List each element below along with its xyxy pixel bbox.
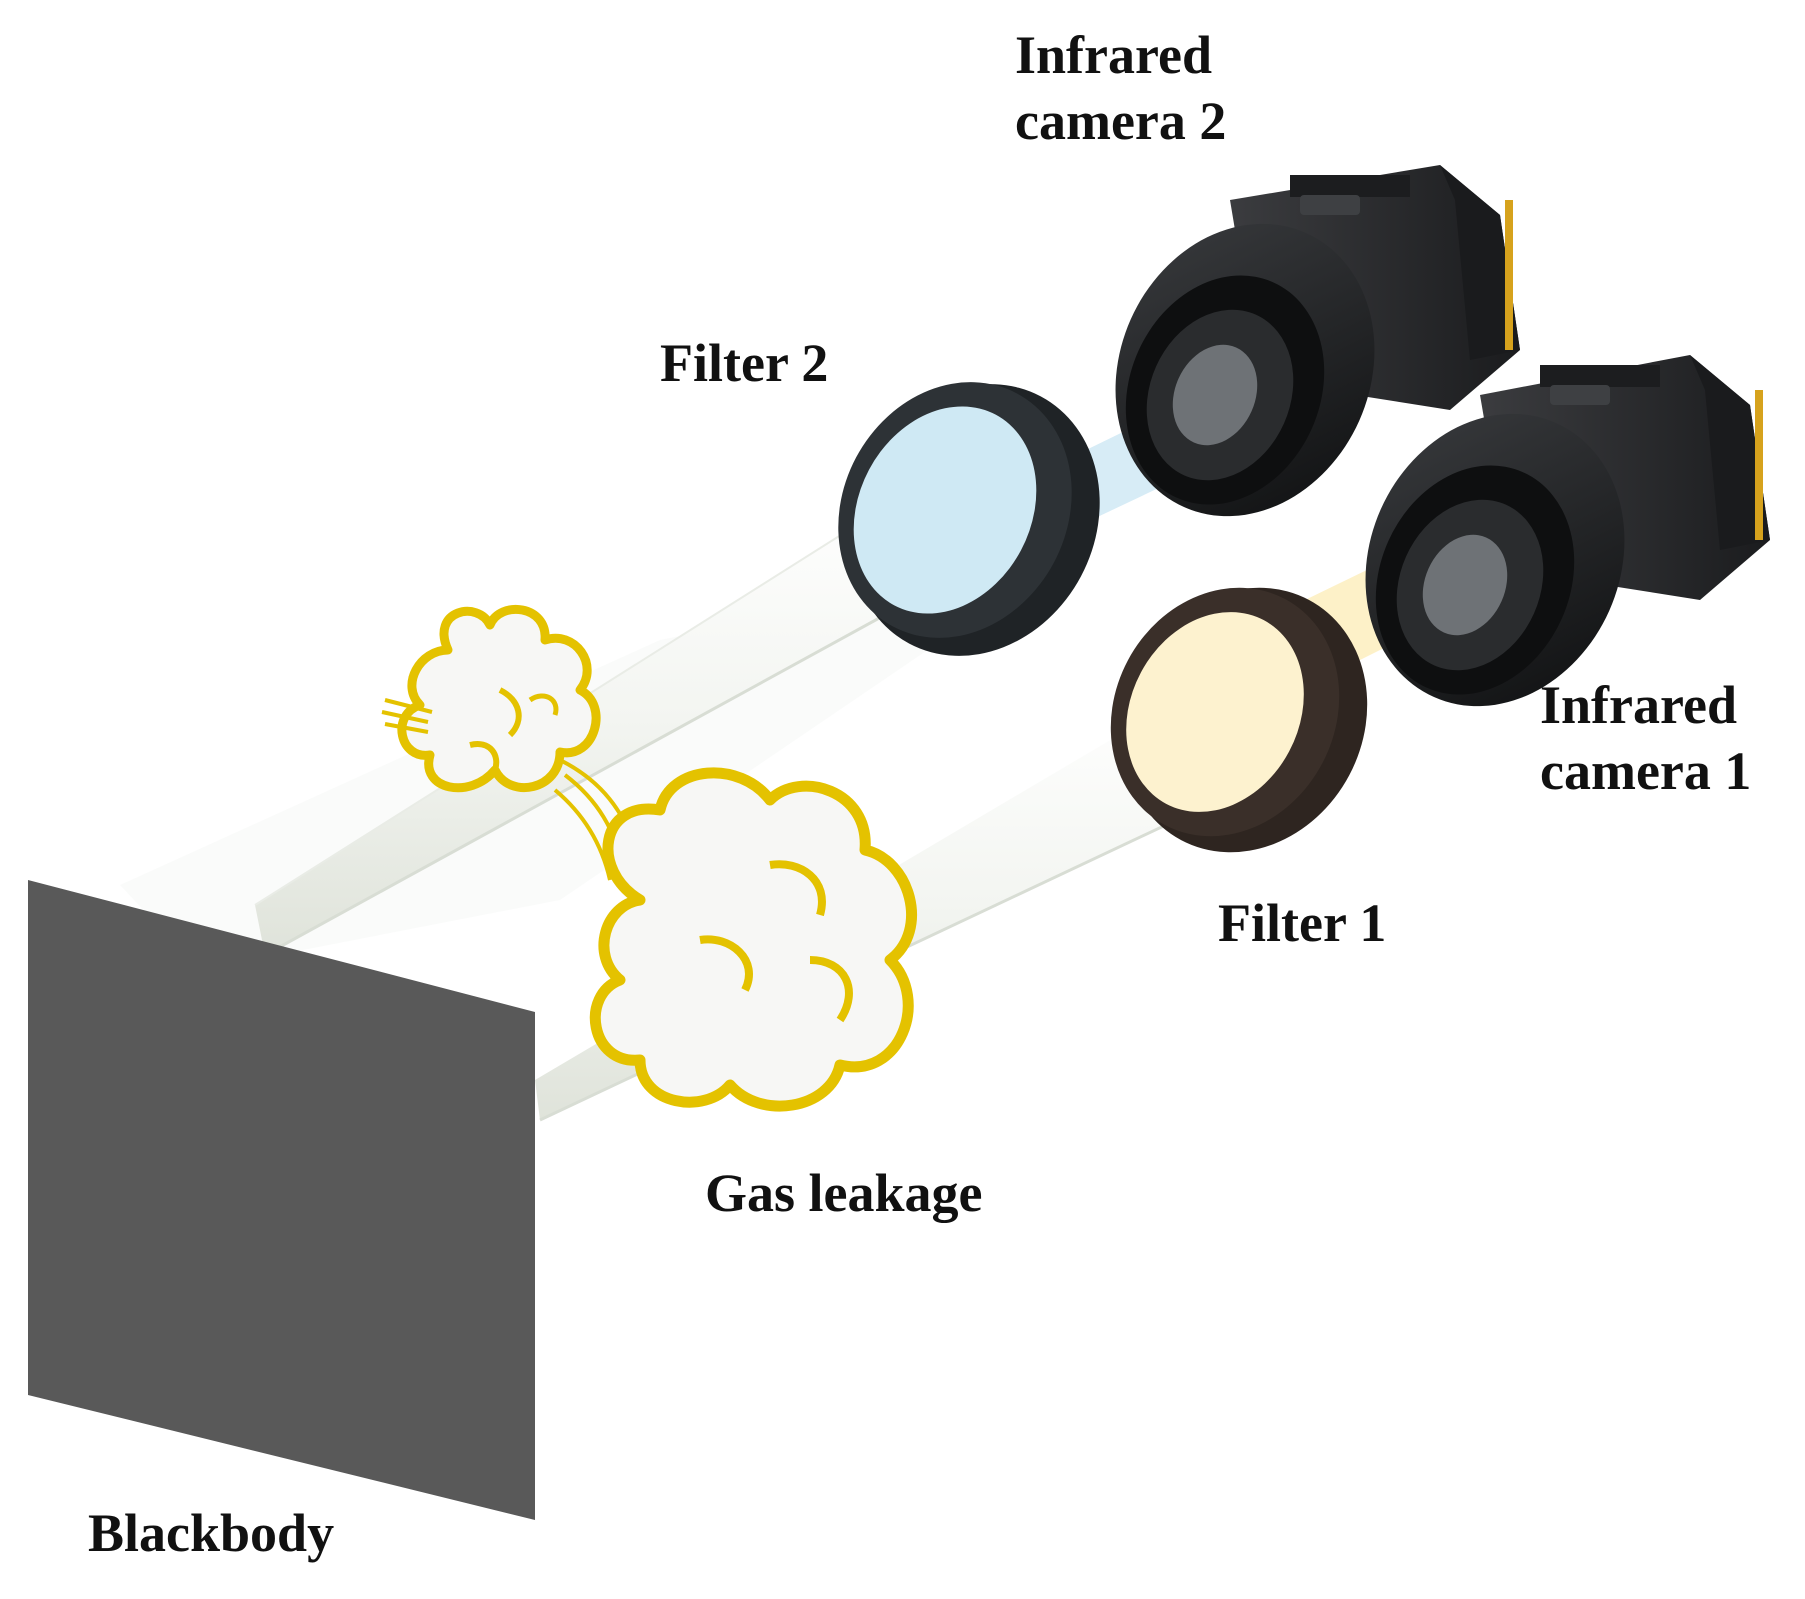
- label-filter-1: Filter 1: [1218, 893, 1387, 953]
- blackbody-panel: [28, 880, 535, 1520]
- filter-2: [838, 382, 1100, 656]
- label-filter-2: Filter 2: [660, 333, 829, 393]
- label-blackbody: Blackbody: [88, 1503, 335, 1563]
- label-camera2-line1: Infrared: [1015, 25, 1212, 85]
- filter-1: [1110, 587, 1368, 853]
- infrared-camera-icon-2: [1115, 165, 1520, 517]
- label-camera2-line2: camera 2: [1015, 91, 1227, 151]
- infrared-camera-icon-1: [1365, 355, 1770, 707]
- label-gas-leakage: Gas leakage: [705, 1163, 983, 1223]
- label-camera1-line1: Infrared: [1540, 675, 1737, 735]
- label-camera1-line2: camera 1: [1540, 741, 1752, 801]
- gas-cloud-icon-large: [589, 767, 918, 1112]
- label-infrared-camera-2: Infrared camera 2: [1015, 22, 1226, 154]
- label-infrared-camera-1: Infrared camera 1: [1540, 672, 1751, 804]
